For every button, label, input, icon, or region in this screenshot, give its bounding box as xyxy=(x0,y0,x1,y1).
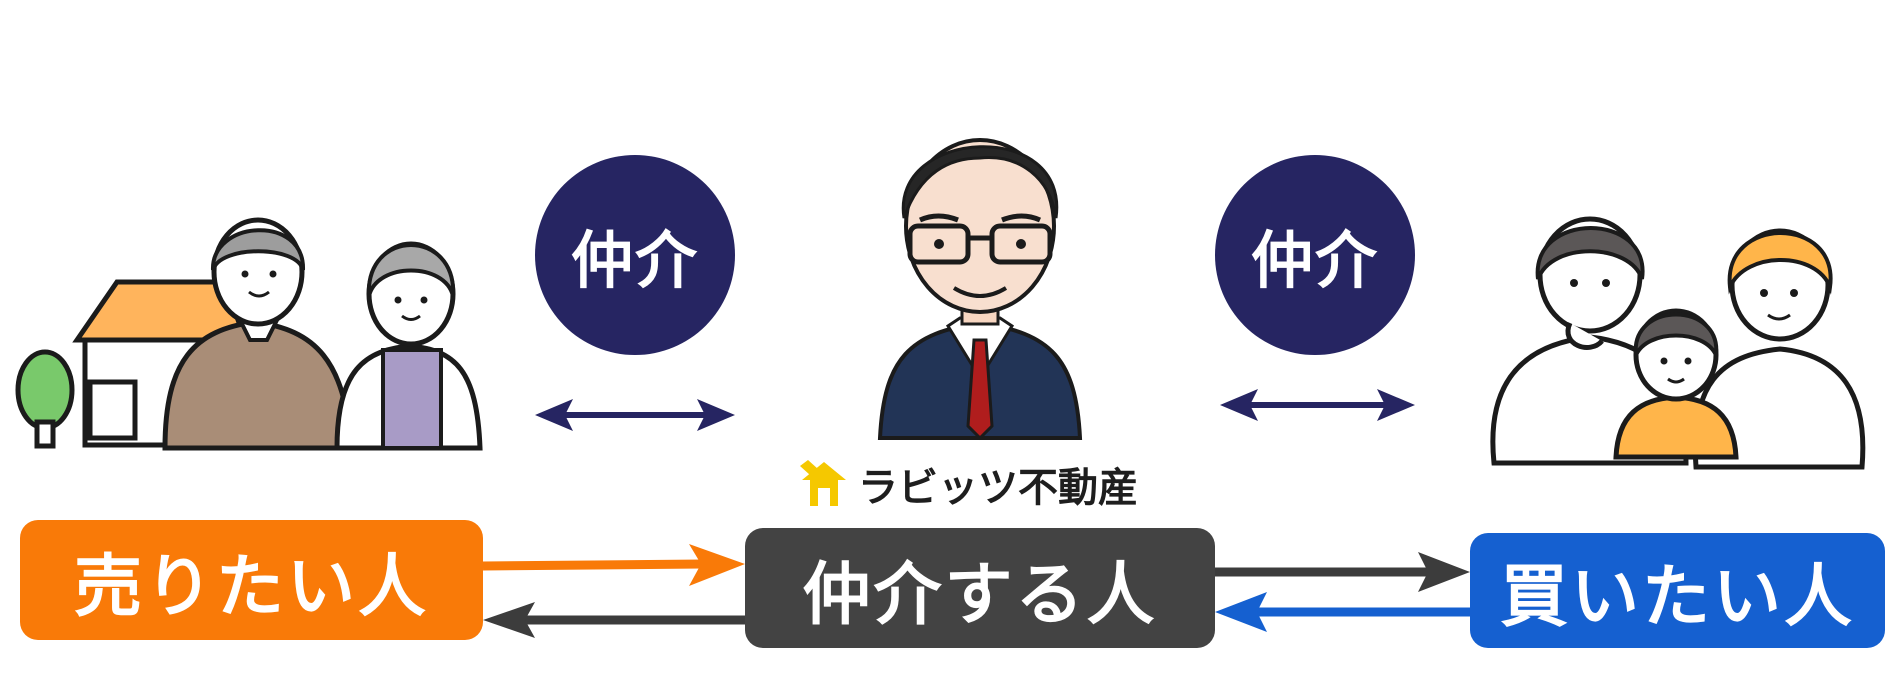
agent-portrait-icon xyxy=(877,138,1083,441)
brokerage-circle-right: 仲介 xyxy=(1215,155,1415,355)
house-logo-icon xyxy=(800,460,846,506)
brand-name: ラビッツ不動産 xyxy=(858,465,1138,511)
buyer-box: 買いたい人 xyxy=(1470,533,1885,648)
seller-label: 売りたい人 xyxy=(73,547,429,627)
agent-label: 仲介する人 xyxy=(802,555,1158,635)
double-arrow-left-icon xyxy=(535,399,735,431)
arrow-buyer-to-agent xyxy=(1215,592,1470,632)
buyer-label: 買いたい人 xyxy=(1499,558,1855,637)
brand-logo: ラビッツ不動産 xyxy=(798,455,1138,513)
family-icon xyxy=(1490,216,1866,470)
elderly-couple-with-house-icon xyxy=(15,217,483,451)
double-arrow-right-icon xyxy=(1220,389,1415,421)
agent-box: 仲介する人 xyxy=(745,528,1215,648)
brokerage-circle-left-label: 仲介 xyxy=(570,224,699,297)
seller-box: 売りたい人 xyxy=(20,520,483,640)
arrow-agent-to-buyer xyxy=(1215,552,1470,592)
arrow-agent-to-seller xyxy=(483,602,745,638)
arrow-seller-to-agent xyxy=(482,544,745,586)
brokerage-circle-left: 仲介 xyxy=(535,155,735,355)
brokerage-circle-right-label: 仲介 xyxy=(1250,224,1379,297)
